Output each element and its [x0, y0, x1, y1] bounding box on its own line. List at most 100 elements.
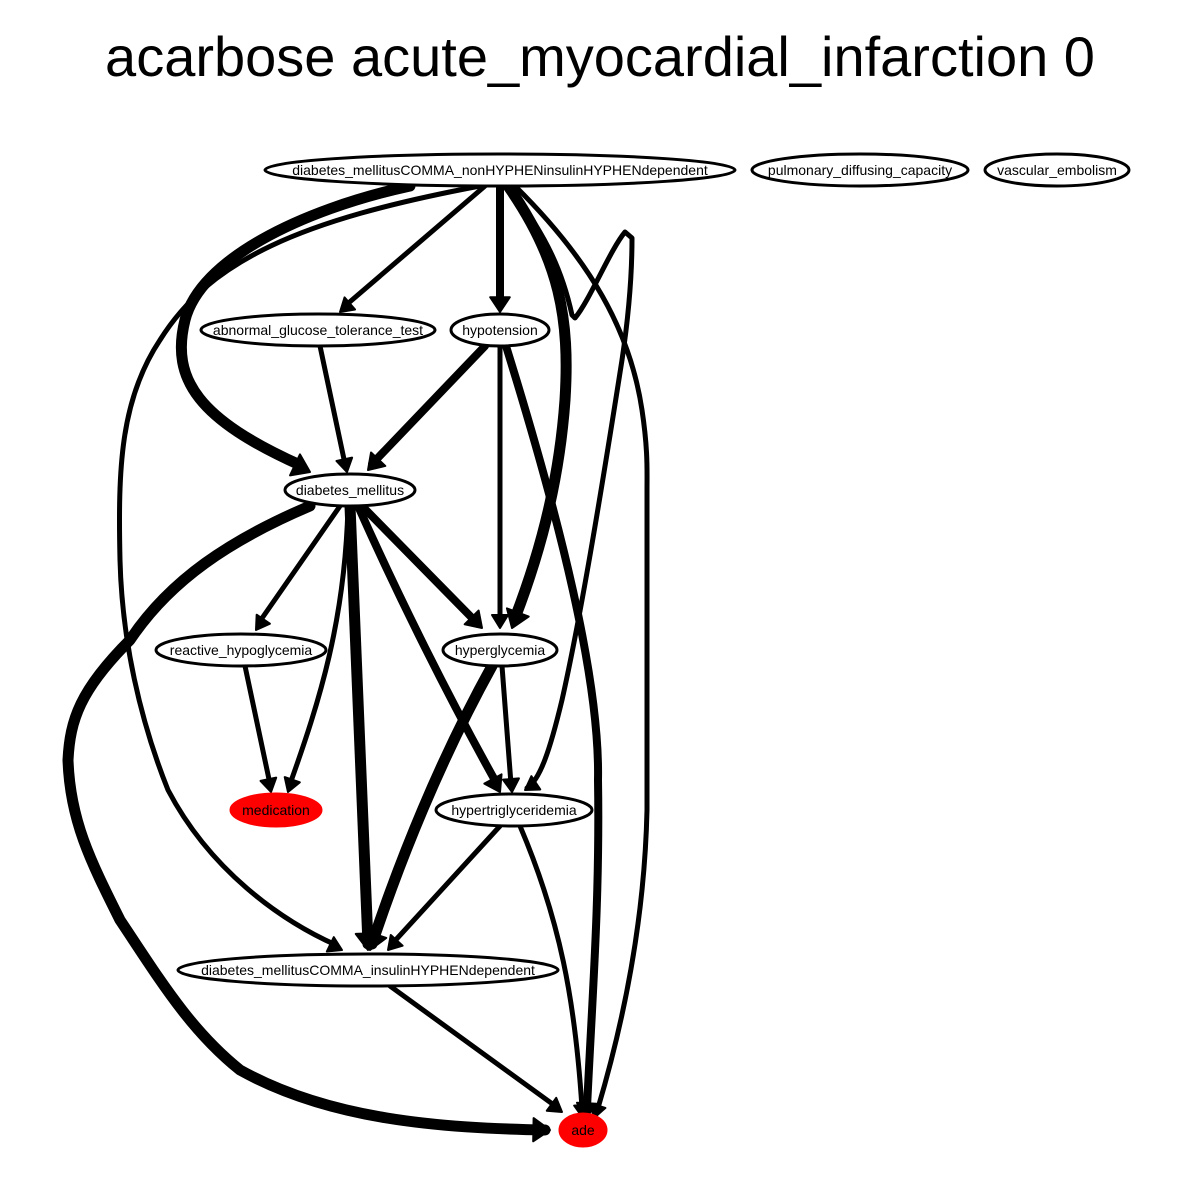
arrowhead [339, 296, 357, 313]
edge-hyperg-to-htg [499, 663, 520, 793]
node-label: pulmonary_diffusing_capacity [768, 162, 952, 178]
arrowhead [505, 607, 530, 629]
arrowhead [489, 296, 511, 313]
edge-dm-to-med [283, 503, 351, 793]
node-label: reactive_hypoglycemia [170, 642, 313, 658]
node-label: diabetes_mellitus [296, 482, 404, 498]
edge-agtt-to-dm [317, 343, 354, 473]
node-rh: reactive_hypoglycemia [154, 632, 328, 668]
node-label: ade [571, 1122, 595, 1138]
node-ellipse [750, 152, 970, 188]
node-ellipse [441, 632, 559, 668]
node-ellipse [176, 952, 560, 988]
node-ellipse [558, 1112, 608, 1148]
arrowhead [363, 929, 388, 951]
edge-line [62, 500, 551, 1136]
node-label: diabetes_mellitusCOMMA_nonHYPHENinsulinH… [292, 162, 708, 178]
edge-htg-to-ade [517, 823, 592, 1119]
arrowhead [259, 776, 278, 793]
node-layer: diabetes_mellitusCOMMA_nonHYPHENinsulinH… [154, 152, 1131, 1148]
node-label: hyperglycemia [455, 642, 545, 658]
edge-dm-to-rh [255, 503, 343, 631]
edge-dm-to-hyperg [358, 502, 483, 629]
edge-dm-to-ade [62, 500, 551, 1143]
edge-line [358, 502, 482, 628]
edge-dm_noninsulin-to-dm_insulin [117, 183, 483, 953]
node-hyperg: hyperglycemia [441, 632, 559, 668]
node-pdc: pulmonary_diffusing_capacity [750, 152, 970, 188]
node-label: hypotension [462, 322, 538, 338]
edge-line [117, 183, 483, 948]
node-ellipse [199, 312, 437, 348]
arrowhead [367, 451, 387, 471]
edge-dm_noninsulin-to-dm [175, 180, 416, 477]
edge-hypot-to-dm [367, 342, 489, 471]
edge-line [255, 503, 343, 627]
arrowhead [289, 453, 311, 477]
node-label: diabetes_mellitusCOMMA_insulinHYPHENdepe… [201, 962, 535, 978]
arrowhead [501, 777, 520, 793]
edge-line [242, 663, 273, 787]
node-ellipse [449, 312, 551, 348]
node-ellipse [154, 632, 328, 668]
edge-dm-to-dm_insulin [344, 500, 380, 951]
node-dm_insulin: diabetes_mellitusCOMMA_insulinHYPHENdepe… [176, 952, 560, 988]
edge-hyperg-to-dm_insulin [363, 660, 498, 951]
edge-line [344, 500, 374, 950]
node-dm: diabetes_mellitus [283, 472, 417, 508]
node-hypot: hypotension [449, 312, 551, 348]
edge-layer [62, 180, 650, 1143]
arrowhead [335, 456, 354, 473]
node-label: medication [242, 802, 310, 818]
arrowhead [545, 1096, 563, 1113]
arrowhead [325, 936, 343, 953]
arrowhead [283, 776, 301, 793]
arrowhead [573, 1103, 592, 1119]
arrowhead [524, 775, 542, 791]
node-label: vascular_embolism [997, 162, 1117, 178]
edge-htg-to-dm_insulin [387, 823, 503, 951]
edge-line [517, 823, 585, 1111]
node-ellipse [983, 152, 1131, 188]
edge-line [507, 183, 635, 791]
arrowhead [255, 613, 271, 631]
edge-line [354, 502, 501, 788]
edge-line [342, 183, 488, 309]
node-agtt: abnormal_glucose_tolerance_test [199, 312, 437, 348]
node-dm_noninsulin: diabetes_mellitusCOMMA_nonHYPHENinsulinH… [263, 152, 737, 188]
edge-line [499, 663, 514, 787]
node-ve: vascular_embolism [983, 152, 1131, 188]
edge-dm_noninsulin-to-hyperg [502, 180, 572, 629]
edge-line [287, 503, 351, 787]
edge-dm_noninsulin-to-htg [507, 183, 635, 791]
node-label: abnormal_glucose_tolerance_test [213, 322, 423, 338]
edge-line [175, 180, 416, 471]
node-med: medication [229, 792, 323, 828]
edge-rh-to-med [242, 663, 278, 793]
node-ellipse [434, 792, 594, 828]
edge-dm-to-htg [354, 502, 503, 793]
node-ellipse [283, 472, 417, 508]
node-ellipse [229, 792, 323, 828]
arrowhead [532, 1117, 551, 1143]
edge-line [366, 660, 498, 950]
edge-dm_noninsulin-to-agtt [339, 183, 488, 313]
edge-line [389, 823, 503, 947]
edge-hypot-to-hyperg [491, 343, 509, 629]
arrowhead [463, 609, 483, 629]
node-ellipse [263, 152, 737, 188]
arrowhead [491, 614, 509, 629]
edge-line [502, 342, 603, 1112]
arrowhead [483, 773, 503, 793]
graph-title: acarbose acute_myocardial_infarction 0 [105, 25, 1095, 88]
edge-dm_noninsulin-to-hypot [489, 182, 511, 313]
edge-dm_insulin-to-ade [387, 983, 563, 1113]
node-htg: hypertriglyceridemia [434, 792, 594, 828]
edge-line [368, 342, 489, 468]
edge-line [317, 343, 348, 467]
node-label: hypertriglyceridemia [451, 802, 576, 818]
edge-line [387, 983, 561, 1111]
edge-line [502, 180, 572, 624]
edge-line [512, 183, 650, 1111]
